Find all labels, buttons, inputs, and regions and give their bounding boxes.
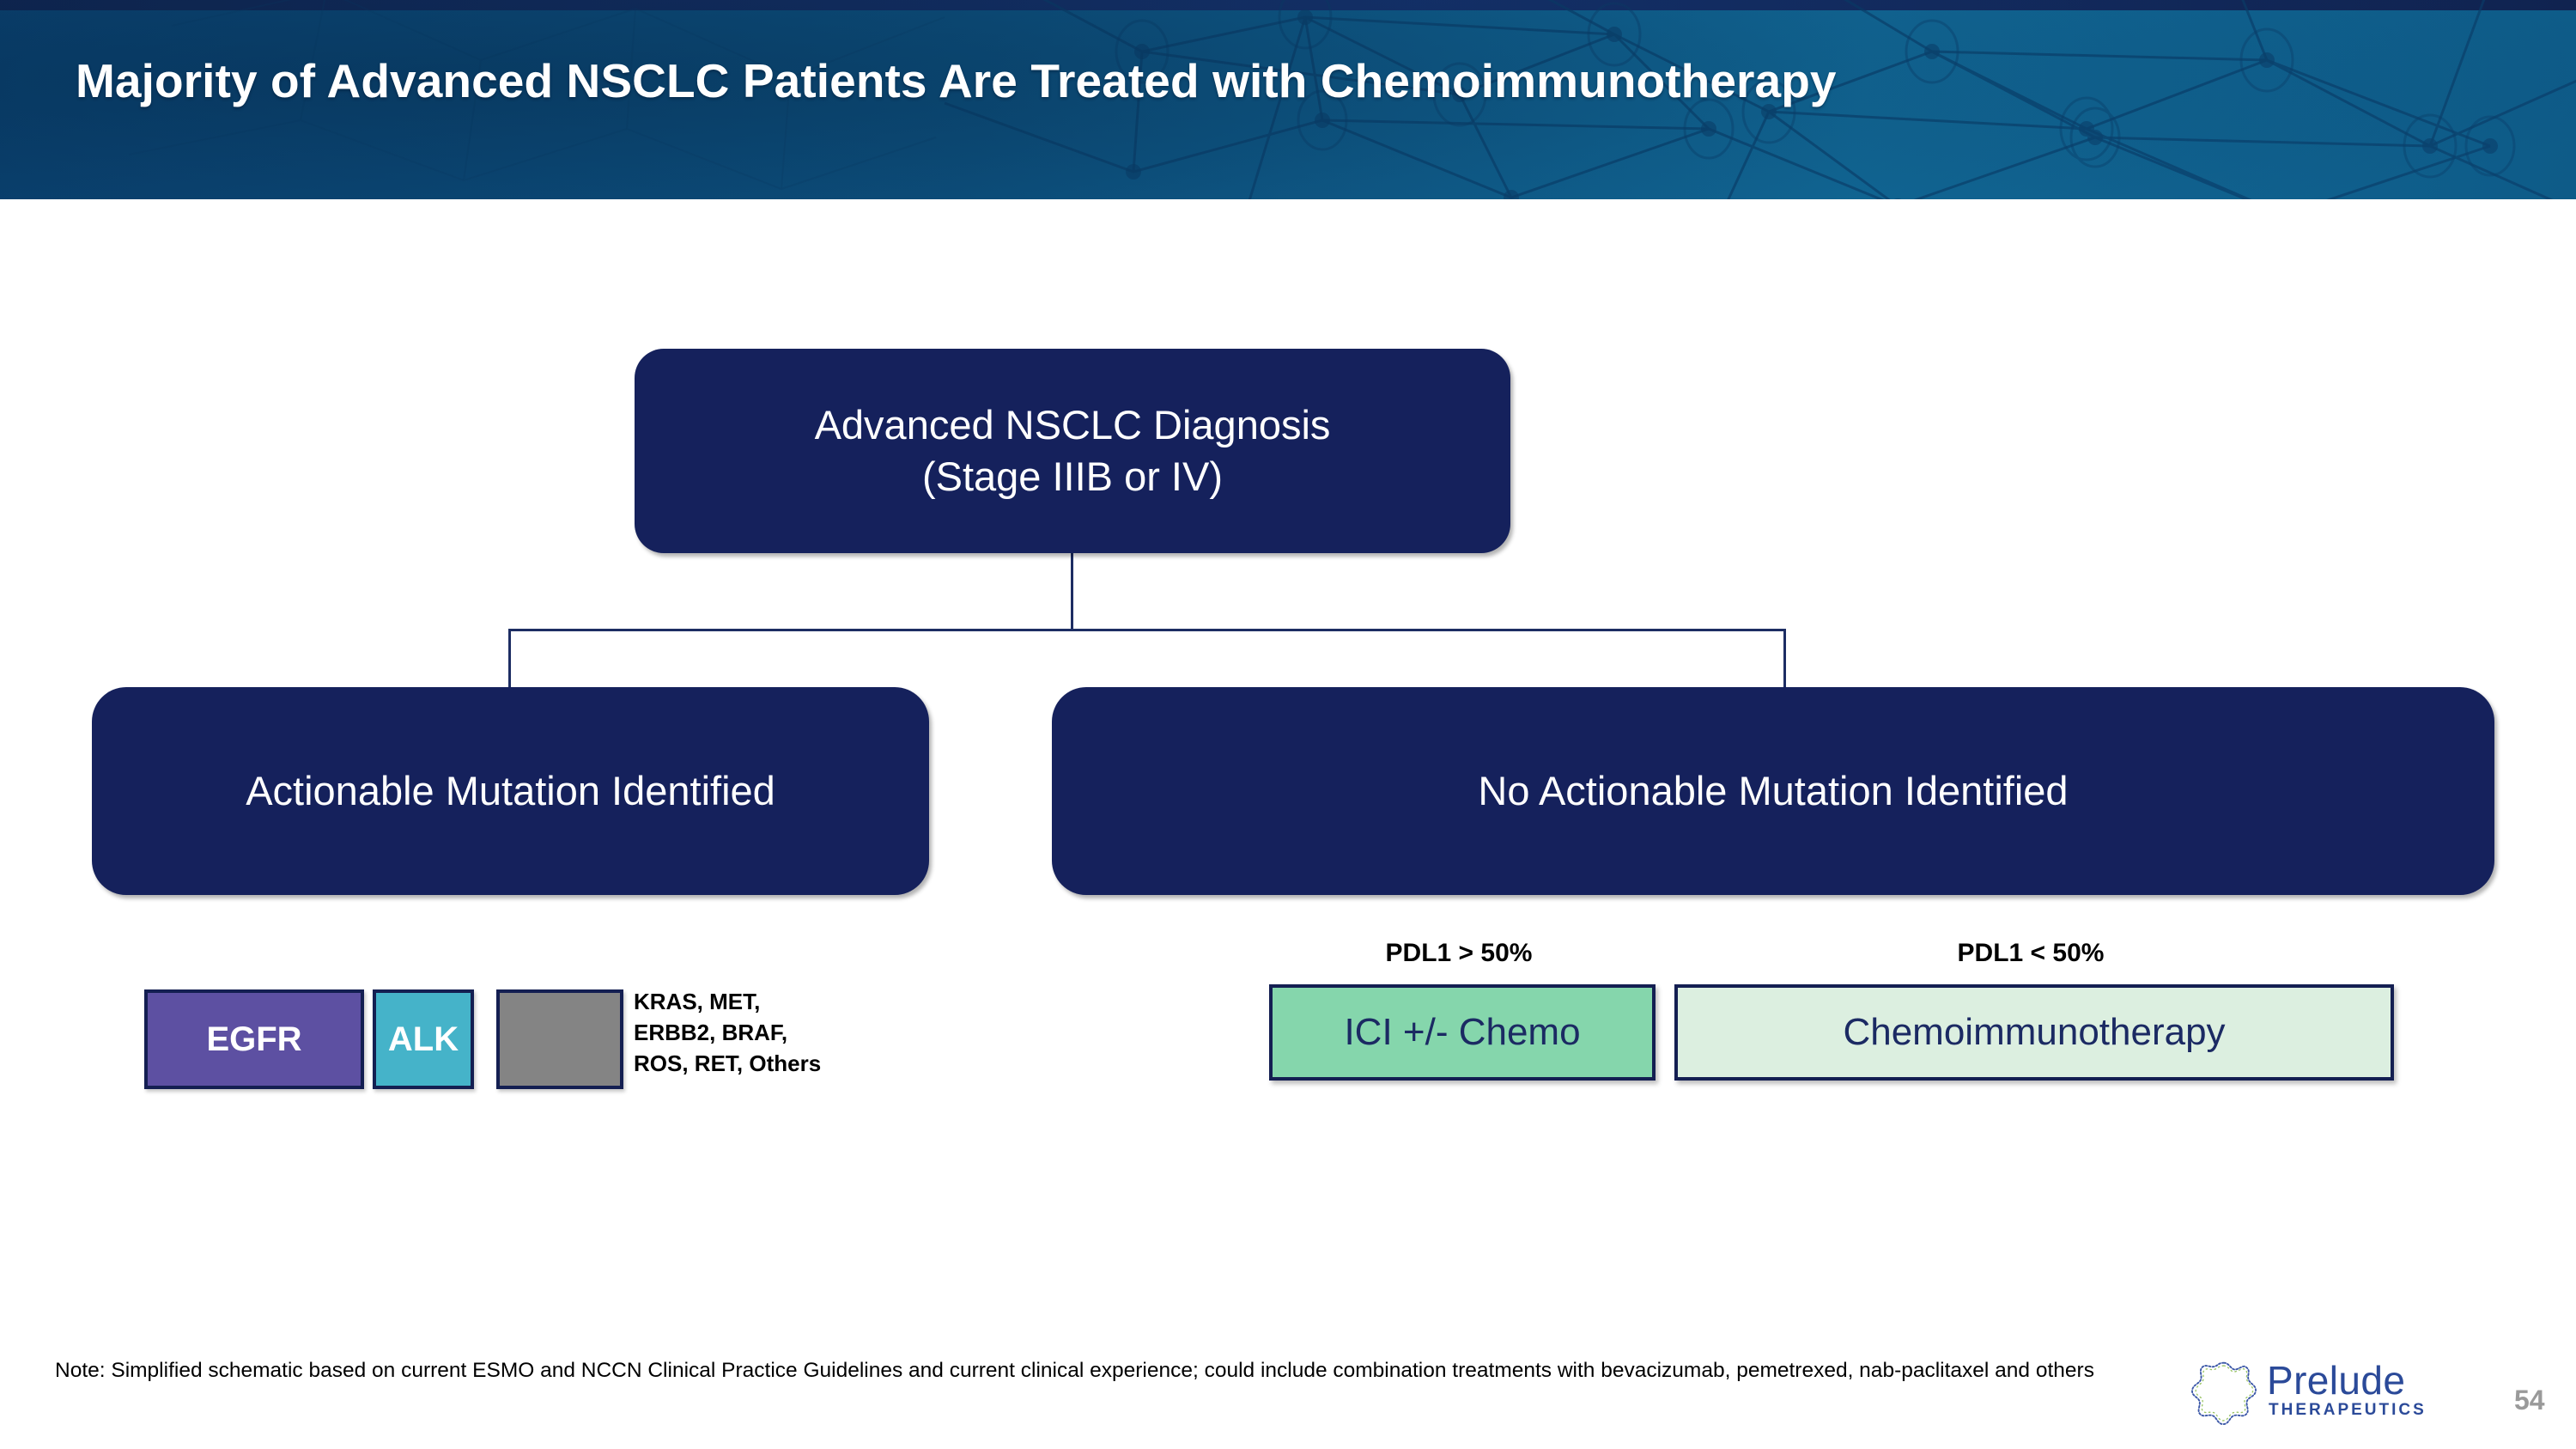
page-number: 54: [2514, 1385, 2545, 1416]
connector-left-drop: [508, 629, 511, 691]
gene-chip-alk-label: ALK: [387, 1020, 459, 1058]
logo-wordmark: Prelude: [2267, 1358, 2406, 1403]
biomarker-label-pdl1-high: PDL1 > 50%: [1385, 939, 1533, 967]
flow-node-no-actionable-mutation-label: No Actionable Mutation Identified: [1478, 767, 2069, 813]
flow-node-diagnosis-line1: Advanced NSCLC Diagnosis: [814, 401, 1331, 447]
biomarker-label-pdl1-low: PDL1 < 50%: [1957, 939, 2105, 967]
connector-root-stem: [1071, 553, 1073, 630]
footnote-text: Note: Simplified schematic based on curr…: [55, 1359, 2094, 1382]
flow-node-actionable-mutation: Actionable Mutation Identified: [92, 687, 929, 895]
treatment-box-ici-chemo-label: ICI +/- Chemo: [1344, 1011, 1581, 1053]
gene-chip-other-swatch: [496, 989, 623, 1089]
gene-chip-egfr-label: EGFR: [206, 1020, 302, 1058]
header-top-strip: [0, 0, 2576, 10]
gene-list-other-mutations: KRAS, MET, ERBB2, BRAF, ROS, RET, Others: [634, 989, 822, 1077]
header-band: Majority of Advanced NSCLC Patients Are …: [0, 0, 2576, 199]
network-pattern-graphic: [128, 0, 2576, 199]
company-logo: Prelude THERAPEUTICS: [2188, 1355, 2480, 1429]
flow-node-diagnosis-line2: (Stage IIIB or IV): [921, 454, 1223, 499]
flow-node-actionable-mutation-label: Actionable Mutation Identified: [246, 767, 775, 813]
flow-node-diagnosis-label: Advanced NSCLC Diagnosis (Stage IIIB or …: [815, 399, 1331, 502]
flow-node-no-actionable-mutation: No Actionable Mutation Identified: [1052, 687, 2494, 895]
connector-horizontal-bar: [508, 629, 1786, 631]
treatment-box-chemoimmunotherapy-label: Chemoimmunotherapy: [1843, 1011, 2226, 1053]
treatment-box-chemoimmunotherapy: Chemoimmunotherapy: [1674, 984, 2394, 1081]
starburst-logo-icon: [2191, 1361, 2257, 1426]
treatment-box-ici-chemo: ICI +/- Chemo: [1269, 984, 1656, 1081]
gene-chip-egfr: EGFR: [144, 989, 364, 1089]
logo-tagline: THERAPEUTICS: [2269, 1401, 2427, 1419]
gene-chip-alk: ALK: [373, 989, 474, 1089]
flow-node-diagnosis: Advanced NSCLC Diagnosis (Stage IIIB or …: [635, 349, 1510, 553]
connector-right-drop: [1783, 629, 1786, 691]
page-title: Majority of Advanced NSCLC Patients Are …: [76, 54, 1837, 107]
